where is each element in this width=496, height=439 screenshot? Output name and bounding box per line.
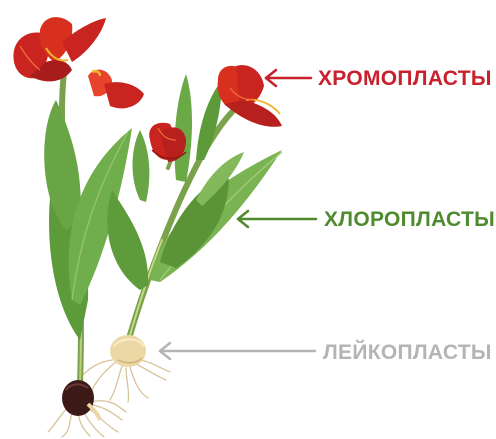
label-chloroplasts: ХЛОРОПЛАСТЫ	[324, 208, 495, 232]
leaf	[196, 80, 222, 160]
label-leucoplasts: ЛЕЙКОПЛАСТЫ	[323, 341, 492, 365]
arrow-chloroplasts	[238, 211, 316, 227]
leaf	[133, 130, 150, 202]
label-chromoplasts: ХРОМОПЛАСТЫ	[318, 67, 492, 91]
arrow-chromoplasts	[266, 70, 311, 86]
arrow-leucoplasts	[160, 343, 315, 359]
bulb-light	[110, 335, 146, 367]
leaf	[107, 190, 148, 290]
petals-falling	[88, 70, 144, 109]
